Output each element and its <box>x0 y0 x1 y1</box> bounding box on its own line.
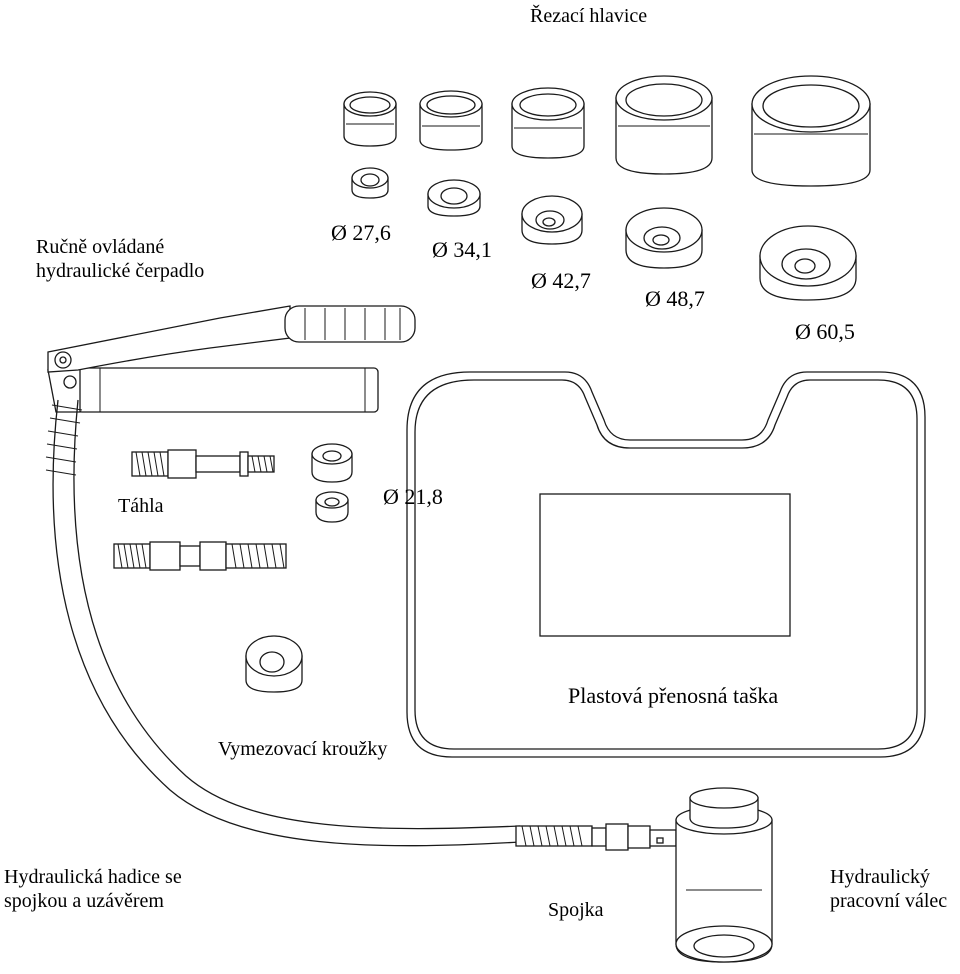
cutting-die-27-6 <box>343 91 397 147</box>
draw-rods <box>113 449 287 571</box>
diameter-60-5-label: Ø 60,5 <box>795 319 855 344</box>
cutting-die-34-1 <box>419 90 483 151</box>
carrying-case <box>406 371 926 758</box>
hydraulic-pump <box>47 305 416 413</box>
cutting-die-42-7 <box>511 87 585 159</box>
coupling-label: Spojka <box>548 899 604 921</box>
spacer-ring <box>245 635 303 693</box>
diameter-42-7-label: Ø 42,7 <box>531 268 591 293</box>
punches <box>351 167 857 301</box>
cylinder-label-line1: Hydraulický <box>830 866 930 888</box>
punch-27-6 <box>351 167 389 199</box>
punch-34-1 <box>427 179 481 217</box>
cylinder-label-line2: pracovní válec <box>830 890 948 912</box>
punch-21-8 <box>315 491 349 523</box>
coupling <box>591 823 677 851</box>
cutting-heads <box>343 75 871 187</box>
punch-42-7 <box>521 195 583 245</box>
hydraulic-hose <box>45 399 593 847</box>
spacer-label: Vymezovací kroužky <box>218 738 388 760</box>
punch-48-7 <box>625 207 703 269</box>
diameter-48-7-label: Ø 48,7 <box>645 286 705 311</box>
cutting-die-48-7 <box>615 75 713 175</box>
pump-label-line1: Ručně ovládané <box>36 236 165 258</box>
draw-rod-short <box>131 449 275 479</box>
case-label-window <box>539 493 791 637</box>
cutting-die-21-8 <box>311 443 353 483</box>
draw-rod-long <box>113 541 287 571</box>
cutting-heads-label: Řezací hlavice <box>530 5 648 27</box>
case-label: Plastová přenosná taška <box>568 683 779 708</box>
diameter-27-6-label: Ø 27,6 <box>331 220 391 245</box>
rods-label: Táhla <box>118 495 164 517</box>
diameter-34-1-label: Ø 34,1 <box>432 237 492 262</box>
hydraulic-cylinder <box>675 787 773 963</box>
hose-label-line2: spojkou a uzávěrem <box>4 890 164 912</box>
cutting-set-21-8 <box>311 443 353 523</box>
hose-label-line1: Hydraulická hadice se <box>4 866 182 888</box>
diameter-21-8-label: Ø 21,8 <box>383 484 443 509</box>
pump-label-line2: hydraulické čerpadlo <box>36 260 205 282</box>
punch-60-5 <box>759 225 857 301</box>
cutting-die-60-5 <box>751 75 871 187</box>
